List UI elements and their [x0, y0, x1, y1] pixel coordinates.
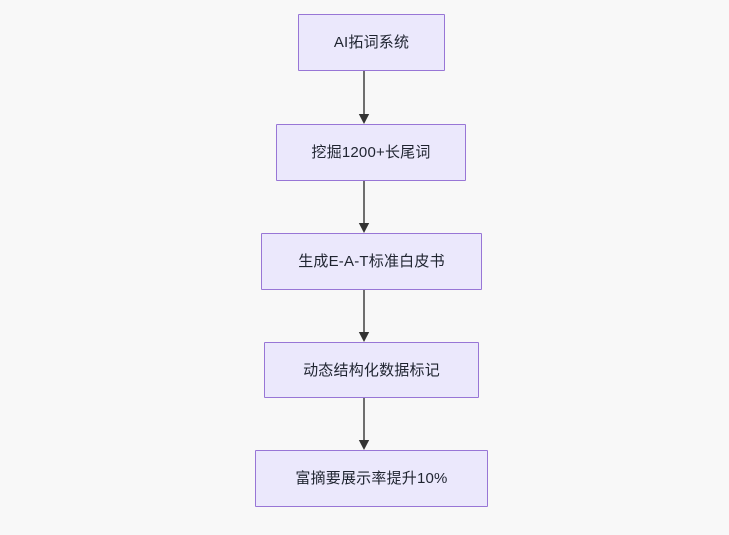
edge-arrowhead-icon: [358, 440, 370, 450]
edge-arrowhead-icon: [358, 223, 370, 233]
edge-arrowhead-icon: [358, 114, 370, 124]
flow-node-label: AI拓词系统: [333, 34, 410, 51]
flow-edge: [357, 71, 371, 124]
flow-node-label: 动态结构化数据标记: [303, 361, 440, 379]
flow-node-label: 生成E-A-T标准白皮书: [298, 253, 445, 270]
flow-node-n3[interactable]: 生成E-A-T标准白皮书: [261, 233, 482, 290]
flow-edge: [357, 290, 371, 342]
flow-edge: [357, 398, 371, 450]
edge-arrowhead-icon: [358, 332, 370, 342]
flow-node-label: 富摘要展示率提升10%: [295, 470, 448, 487]
flow-node-n1[interactable]: AI拓词系统: [298, 14, 445, 71]
flow-node-label: 挖掘1200+长尾词: [311, 144, 431, 161]
flow-node-n2[interactable]: 挖掘1200+长尾词: [276, 124, 466, 181]
flow-node-n5[interactable]: 富摘要展示率提升10%: [255, 450, 488, 507]
flow-node-n4[interactable]: 动态结构化数据标记: [264, 342, 479, 398]
flow-edge: [357, 181, 371, 233]
